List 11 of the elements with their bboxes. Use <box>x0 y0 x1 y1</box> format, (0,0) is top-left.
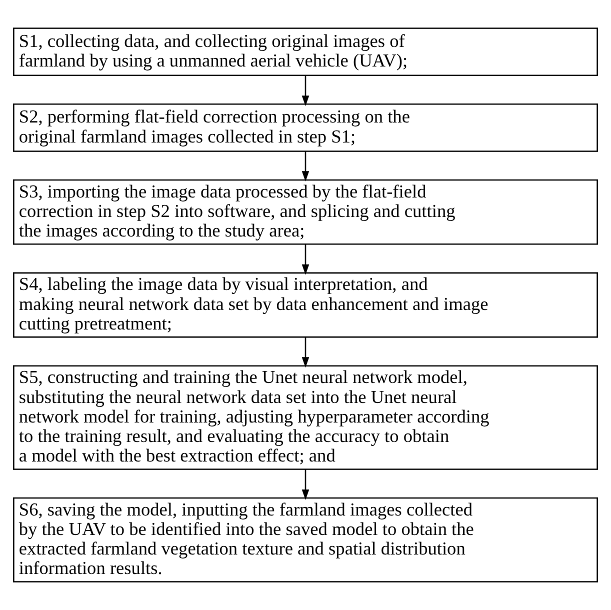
arrow <box>302 75 310 106</box>
node-box: S5, constructing and training the Unet neural network model, substituting the neural network data set into the Unet neural network model for training, adjusting hyperparameter according to the training result, and evaluating the accuracy to obtain a model with the best extraction effect; and <box>13 365 598 470</box>
node-box: S4, labeling the image data by visual interpretation, and making neural network data set by data enhancement and image cutting pretreatment; <box>13 272 598 338</box>
arrow <box>302 469 310 500</box>
arrow <box>302 338 310 368</box>
node-box: S6, saving the model, inputting the farmland images collected by the UAV to be identified into the saved model to obtain the extracted farmland vegetation texture and spatial distribution information results. <box>13 497 598 582</box>
arrow <box>302 151 310 182</box>
node-box: S3, importing the image data processed by the flat-field correction in step S2 into software, and splicing and cutting the images according to the study area; <box>13 179 598 245</box>
node-box: S1, collecting data, and collecting original images of farmland by using a unmanned aerial vehicle (UAV); <box>13 28 598 76</box>
node-box: S2, performing flat-field correction processing on the original farmland images collected in step S1; <box>13 103 598 152</box>
arrow <box>302 244 310 275</box>
